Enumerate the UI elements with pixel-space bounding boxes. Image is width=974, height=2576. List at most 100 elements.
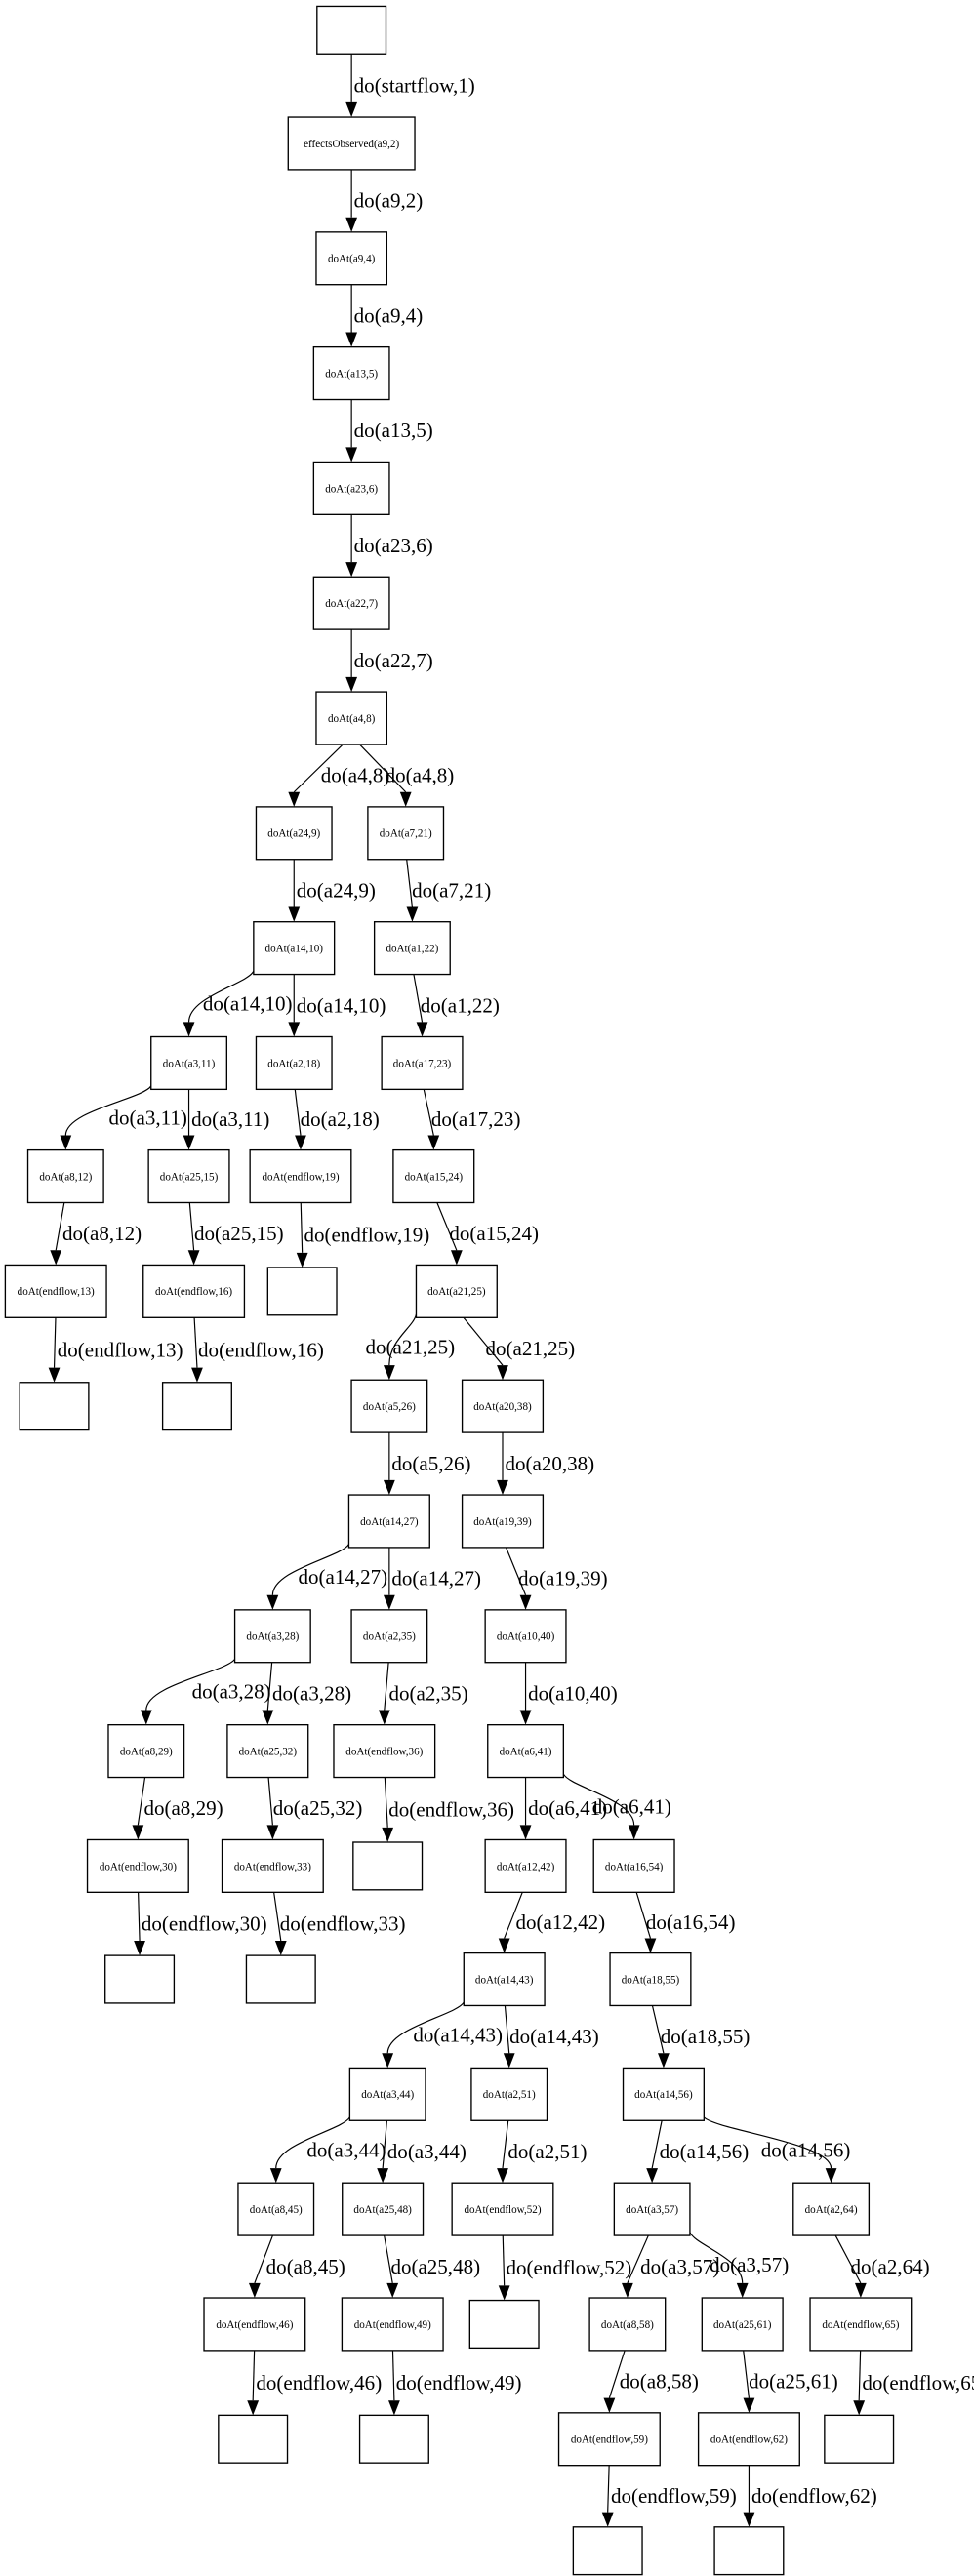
edge-line	[271, 1544, 349, 1595]
edge: do(a9,4)	[345, 284, 423, 347]
node-rect	[150, 1035, 228, 1091]
edge-line	[607, 2465, 610, 2513]
node-label: doAt(a14,43)	[475, 1974, 534, 1986]
node-rect	[352, 1841, 424, 1891]
node-rect	[373, 921, 451, 976]
node-box: doAt(a6,41)	[487, 1723, 565, 1779]
node-label: doAt(endflow,46)	[216, 2319, 293, 2331]
edge-line	[423, 1089, 434, 1136]
node-label: doAt(a7,21)	[380, 828, 432, 840]
node-rect	[463, 1952, 546, 2007]
node-label: doAt(a25,15)	[160, 1171, 219, 1183]
arrowhead-icon	[382, 1827, 394, 1843]
node-box: doAt(endflow,36)	[333, 1723, 436, 1779]
edge: do(a13,5)	[345, 399, 433, 463]
node-rect	[218, 2414, 289, 2464]
edge: do(a23,6)	[345, 514, 433, 578]
arrowhead-icon	[345, 101, 358, 118]
edge-label: do(a3,57)	[640, 2255, 719, 2278]
edge-line	[703, 2116, 832, 2169]
node-box: doAt(a8,12)	[26, 1148, 104, 1204]
node-rect	[470, 2067, 548, 2121]
node-box: doAt(a18,55)	[609, 1952, 692, 2007]
edge: do(a3,44)	[377, 2120, 467, 2184]
edge-line	[53, 1317, 57, 1368]
edge-label: do(a21,25)	[366, 1335, 456, 1358]
node-box: doAt(a14,27)	[347, 1494, 430, 1549]
node-label: doAt(a8,45)	[250, 2204, 303, 2216]
node-rect	[484, 1838, 567, 1894]
edge-line	[504, 1892, 523, 1939]
edge-line	[359, 744, 407, 793]
node-rect	[809, 2297, 913, 2352]
node-rect	[461, 1379, 545, 1433]
edge: do(a3,11)	[60, 1085, 187, 1150]
edge-label: do(a2,18)	[301, 1107, 380, 1131]
arrowhead-icon	[288, 906, 301, 922]
node-box: doAt(a14,43)	[463, 1952, 546, 2007]
edge-line	[834, 2234, 862, 2284]
node-label: doAt(a2,64)	[805, 2204, 858, 2216]
arrowhead-icon	[519, 1594, 532, 1610]
arrowhead-icon	[187, 1250, 200, 1266]
node-rect	[203, 2297, 306, 2352]
edge: do(a14,56)	[646, 2120, 749, 2184]
arrowhead-icon	[399, 791, 412, 807]
edge-label: do(a3,11)	[191, 1107, 269, 1131]
edge-label: do(a25,61)	[749, 2370, 838, 2394]
node-rect	[245, 1954, 316, 2004]
edge-label: do(a9,2)	[354, 189, 424, 213]
arrowhead-icon	[266, 1594, 279, 1610]
edge: do(a14,43)	[503, 2005, 599, 2069]
edge: do(endflow,59)	[601, 2465, 737, 2527]
arrowhead-icon	[274, 1940, 287, 1956]
node-label: doAt(a17,23)	[393, 1058, 452, 1069]
edge: do(a14,27)	[383, 1547, 481, 1610]
arrowhead-icon	[601, 2512, 614, 2527]
edge: do(endflow,30)	[134, 1892, 267, 1956]
node-rect	[557, 2412, 661, 2467]
edge-line	[137, 1777, 146, 1826]
arrowhead-icon	[377, 2168, 389, 2184]
edge: do(a1,22)	[413, 974, 500, 1037]
node-label: doAt(a3,28)	[246, 1631, 299, 1643]
edge: do(a19,39)	[505, 1547, 608, 1610]
edge: do(a2,35)	[378, 1662, 468, 1725]
node-rect	[350, 1609, 428, 1664]
edge: do(a2,64)	[834, 2234, 930, 2299]
edge: do(a25,15)	[187, 1202, 284, 1266]
node-rect	[381, 1035, 464, 1091]
node-box: doAt(a4,8)	[315, 691, 388, 745]
edge-label: do(a14,10)	[203, 992, 293, 1016]
node-box: doAt(a23,6)	[312, 461, 390, 515]
arrowhead-icon	[262, 1710, 274, 1725]
arrowhead-icon	[383, 1479, 395, 1496]
edge-label: do(a4,8)	[386, 764, 455, 787]
edge: do(endflow,49)	[388, 2350, 522, 2416]
arrowhead-icon	[743, 2512, 755, 2527]
edge: do(a25,48)	[384, 2234, 480, 2299]
node-box: doAt(a15,24)	[392, 1148, 475, 1204]
node-label: doAt(a3,44)	[361, 2089, 414, 2101]
node-box: doAt(endflow,49)	[341, 2297, 444, 2352]
node-box: doAt(a13,5)	[312, 345, 390, 401]
node-rect	[142, 1264, 246, 1318]
edge-line	[627, 2234, 649, 2284]
edge: do(a10,40)	[519, 1662, 618, 1725]
arrowhead-icon	[269, 2168, 282, 2184]
edge-line	[254, 2234, 274, 2284]
node-label: doAt(endflow,59)	[571, 2435, 648, 2446]
arrowhead-icon	[296, 1252, 308, 1268]
edge-label: do(a18,55)	[661, 2025, 751, 2048]
arrowhead-icon	[644, 1938, 657, 1953]
node-rect	[824, 2414, 895, 2464]
edge-label: do(endflow,13)	[58, 1338, 183, 1361]
node-box: doAt(a2,51)	[470, 2067, 548, 2121]
edge-label: do(endflow,19)	[304, 1223, 429, 1246]
node-rect	[341, 2297, 444, 2352]
edge-line	[562, 1773, 635, 1826]
node-label: doAt(endflow,33)	[234, 1861, 311, 1872]
node-box: doAt(a8,45)	[237, 2182, 315, 2236]
arrowhead-icon	[345, 447, 358, 463]
arrowhead-icon	[140, 1710, 152, 1725]
